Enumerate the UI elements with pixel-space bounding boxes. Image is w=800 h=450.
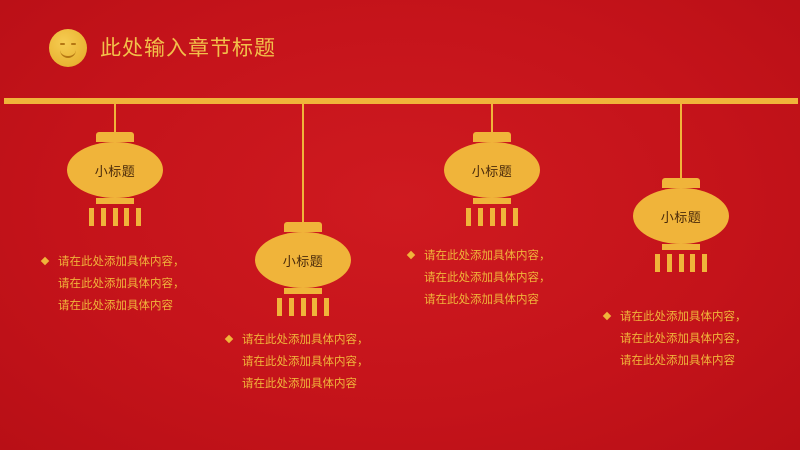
tassel	[89, 208, 94, 226]
logo-eye-left	[60, 43, 65, 45]
content-text: 请在此处添加具体内容，	[620, 309, 747, 323]
content-text: 请在此处添加具体内容，	[58, 276, 185, 290]
tassel	[690, 254, 696, 272]
lantern-body: 小标题	[633, 188, 729, 244]
lantern-label: 小标题	[471, 164, 513, 180]
diamond-bullet-icon	[602, 311, 612, 321]
tassel	[666, 254, 672, 272]
lantern-base	[473, 198, 511, 204]
content-line: 请在此处添加具体内容	[40, 294, 185, 316]
lantern-string	[491, 104, 493, 132]
hanging-rail	[4, 98, 798, 104]
tassel	[277, 298, 282, 316]
logo-eye-right	[71, 43, 76, 45]
content-line: 请在此处添加具体内容，	[602, 305, 747, 327]
lantern-body: 小标题	[67, 142, 163, 198]
content-text: 请在此处添加具体内容，	[58, 254, 185, 268]
tassel	[100, 208, 106, 226]
content-line: 请在此处添加具体内容，	[224, 350, 369, 372]
lantern-tassels	[655, 254, 707, 272]
lantern-label: 小标题	[282, 254, 324, 270]
content-text: 请在此处添加具体内容，	[424, 248, 551, 262]
lantern-tassels	[277, 298, 329, 316]
logo-mouth	[60, 48, 76, 58]
content-line: 请在此处添加具体内容	[602, 349, 747, 371]
lantern-tassels	[89, 208, 141, 226]
tassel	[702, 254, 707, 272]
content-line: 请在此处添加具体内容，	[40, 250, 185, 272]
content-block-3: 请在此处添加具体内容， 请在此处添加具体内容， 请在此处添加具体内容	[406, 244, 551, 310]
tassel	[655, 254, 660, 272]
content-text: 请在此处添加具体内容	[424, 292, 539, 306]
tassel	[513, 208, 518, 226]
lantern-cap	[662, 178, 700, 188]
lantern-string	[302, 104, 304, 222]
content-text: 请在此处添加具体内容，	[424, 270, 551, 284]
content-line: 请在此处添加具体内容	[224, 372, 369, 394]
diamond-bullet-icon	[40, 256, 50, 266]
tassel	[501, 208, 507, 226]
lantern-cap	[96, 132, 134, 142]
content-line: 请在此处添加具体内容，	[40, 272, 185, 294]
lantern-1: 小标题	[65, 104, 165, 234]
tassel	[489, 208, 495, 226]
page-title: 此处输入章节标题	[100, 36, 276, 60]
lantern-string	[680, 104, 682, 178]
lantern-3: 小标题	[442, 104, 542, 234]
content-text: 请在此处添加具体内容，	[242, 332, 369, 346]
lantern-4: 小标题	[631, 104, 731, 279]
content-text: 请在此处添加具体内容，	[620, 331, 747, 345]
lantern-label: 小标题	[660, 210, 702, 226]
tassel	[324, 298, 329, 316]
lantern-tassels	[466, 208, 518, 226]
content-text: 请在此处添加具体内容	[242, 376, 357, 390]
lantern-cap	[473, 132, 511, 142]
content-block-1: 请在此处添加具体内容， 请在此处添加具体内容， 请在此处添加具体内容	[40, 250, 185, 316]
content-line: 请在此处添加具体内容，	[406, 244, 551, 266]
lantern-2: 小标题	[253, 104, 353, 324]
content-text: 请在此处添加具体内容	[620, 353, 735, 367]
tassel	[477, 208, 483, 226]
content-line: 请在此处添加具体内容	[406, 288, 551, 310]
tassel	[466, 208, 471, 226]
tassel	[136, 208, 141, 226]
content-text: 请在此处添加具体内容	[58, 298, 173, 312]
lantern-label: 小标题	[94, 164, 136, 180]
tassel	[288, 298, 294, 316]
lantern-base	[662, 244, 700, 250]
tassel	[678, 254, 684, 272]
content-block-2: 请在此处添加具体内容， 请在此处添加具体内容， 请在此处添加具体内容	[224, 328, 369, 394]
smiley-face-icon	[49, 29, 87, 67]
lantern-body: 小标题	[255, 232, 351, 288]
tassel	[112, 208, 118, 226]
lantern-string	[114, 104, 116, 132]
lantern-base	[284, 288, 322, 294]
content-line: 请在此处添加具体内容，	[602, 327, 747, 349]
content-line: 请在此处添加具体内容，	[224, 328, 369, 350]
diamond-bullet-icon	[406, 250, 416, 260]
tassel	[312, 298, 318, 316]
lantern-body: 小标题	[444, 142, 540, 198]
content-line: 请在此处添加具体内容，	[406, 266, 551, 288]
tassel	[124, 208, 130, 226]
content-text: 请在此处添加具体内容，	[242, 354, 369, 368]
lantern-cap	[284, 222, 322, 232]
tassel	[300, 298, 306, 316]
content-block-4: 请在此处添加具体内容， 请在此处添加具体内容， 请在此处添加具体内容	[602, 305, 747, 371]
lantern-base	[96, 198, 134, 204]
diamond-bullet-icon	[224, 334, 234, 344]
